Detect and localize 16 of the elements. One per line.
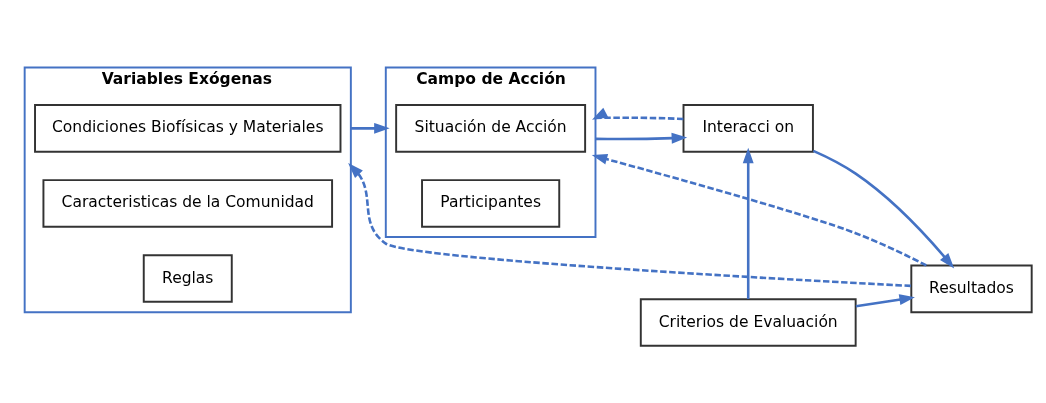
node-box: Participantes <box>421 179 561 228</box>
arrow <box>812 149 955 269</box>
node-box: Criterios de Evaluación <box>639 298 857 347</box>
arrow <box>592 107 684 121</box>
node-box: Condiciones Biofísicas y Materiales <box>34 104 342 153</box>
node-box: Reglas <box>142 254 233 303</box>
arrow <box>591 153 927 267</box>
node-box: Resultados <box>910 264 1033 314</box>
arrow <box>595 132 688 144</box>
arrow <box>348 163 911 288</box>
arrow <box>855 294 915 308</box>
arrow <box>350 122 390 134</box>
node-box: Interacci on <box>682 104 814 153</box>
arrow <box>742 147 754 299</box>
node-box: Caracteristicas de la Comunidad <box>42 179 334 228</box>
node-box: Situación de Acción <box>395 104 587 153</box>
